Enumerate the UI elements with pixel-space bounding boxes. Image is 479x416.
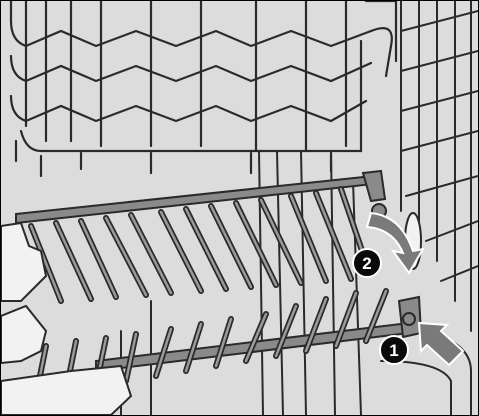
upper-basket [9, 1, 398, 178]
step-1-label: 1 [389, 341, 398, 360]
step-2-label: 2 [362, 254, 371, 273]
push-arrow [417, 321, 465, 367]
left-bracket [1, 221, 133, 415]
step-1-badge: 1 [379, 335, 409, 365]
rotate-arrow [365, 211, 425, 275]
step-2-badge: 2 [352, 248, 382, 278]
